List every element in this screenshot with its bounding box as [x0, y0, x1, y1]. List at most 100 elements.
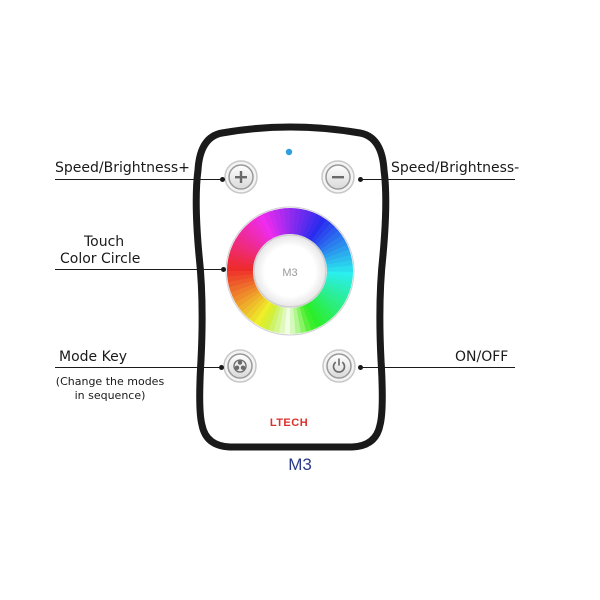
plus-icon [235, 171, 247, 183]
touch-label-line1: Touch [84, 234, 125, 250]
color-ring-segment[interactable] [241, 225, 265, 248]
color-ring-segment[interactable] [318, 292, 342, 313]
color-ring-segment[interactable] [263, 211, 278, 238]
color-ring-segment[interactable] [227, 270, 254, 277]
color-ring-segment[interactable] [315, 294, 339, 317]
color-ring-segment[interactable] [313, 222, 336, 246]
minus-button[interactable] [321, 160, 355, 194]
color-ring-segment[interactable] [268, 209, 281, 237]
color-ring-segment[interactable] [299, 210, 313, 237]
color-ring-segment[interactable] [249, 218, 270, 243]
color-ring-segment[interactable] [293, 208, 302, 235]
color-ring-segment[interactable] [299, 305, 312, 333]
touch-color-ring[interactable] [227, 208, 353, 334]
speed-up-label: Speed/Brightness+ [55, 160, 190, 176]
color-ring-segment[interactable] [324, 249, 352, 262]
color-ring-segment[interactable] [313, 297, 335, 320]
color-ring-segment[interactable] [284, 208, 291, 235]
color-ring-segment[interactable] [253, 216, 272, 241]
color-ring-segment[interactable] [283, 307, 290, 334]
color-ring-segment[interactable] [323, 244, 350, 259]
color-ring-segment[interactable] [316, 226, 339, 248]
color-ring-segment[interactable] [267, 305, 281, 332]
color-ring-segment[interactable] [320, 289, 345, 308]
color-ring-segment[interactable] [241, 294, 264, 316]
ring-outer-edge [225, 206, 355, 336]
ring-center-label: M3 [282, 267, 297, 279]
ring-center [253, 234, 327, 308]
mode-note-line2: in sequence) [74, 389, 146, 402]
speed-up-leader-end [220, 177, 225, 182]
color-ring-segment[interactable] [232, 238, 259, 256]
color-ring-segment[interactable] [311, 219, 332, 243]
onoff-leader-end [358, 365, 363, 370]
model-name: M3 [288, 455, 312, 474]
color-ring-segment[interactable] [323, 283, 350, 299]
color-ring-segment[interactable] [272, 306, 284, 334]
color-ring-segment[interactable] [273, 208, 285, 236]
color-ring-segment[interactable] [228, 280, 256, 293]
color-ring-segment[interactable] [235, 289, 260, 308]
minus-icon [332, 176, 344, 179]
mode-wheel-icon [233, 359, 247, 373]
color-ring-segment[interactable] [235, 234, 260, 253]
color-ring-segment[interactable] [257, 302, 275, 329]
color-ring-segment[interactable] [227, 264, 254, 271]
color-ring-segment[interactable] [320, 234, 345, 253]
color-ring-segment[interactable] [238, 229, 262, 250]
plus-button[interactable] [224, 160, 258, 194]
color-ring-segment[interactable] [290, 208, 297, 235]
color-ring-segment[interactable] [305, 213, 323, 240]
color-ring-segment[interactable] [295, 306, 307, 334]
color-ring-segment[interactable] [248, 299, 269, 323]
speed-down-label: Speed/Brightness- [391, 160, 520, 176]
color-ring-segment[interactable] [302, 211, 318, 238]
color-ring-segment[interactable] [232, 286, 258, 303]
color-ring-segment[interactable] [325, 277, 353, 289]
color-ring-segment[interactable] [302, 304, 317, 331]
touch-leader-end [221, 267, 226, 272]
color-ring-segment[interactable] [326, 274, 353, 283]
color-ring-segment[interactable] [230, 243, 257, 259]
color-ring-segment[interactable] [305, 303, 322, 329]
color-ring-segment[interactable] [227, 276, 255, 288]
color-ring-segment[interactable] [324, 280, 351, 294]
color-ring-segment[interactable] [326, 265, 353, 272]
color-ring-segment[interactable] [227, 253, 255, 265]
color-ring-segment[interactable] [253, 301, 272, 326]
color-ring-segment[interactable] [310, 299, 331, 324]
color-ring-segment[interactable] [229, 248, 256, 262]
color-ring-segment[interactable] [325, 254, 353, 266]
mode-leader-end [219, 365, 224, 370]
speed-up-leader [55, 179, 223, 180]
speed-down-leader [360, 179, 515, 180]
color-ring-segment[interactable] [326, 271, 353, 278]
indicator-led [285, 148, 293, 156]
mode-leader [55, 367, 223, 368]
color-ring-segment[interactable] [322, 239, 348, 256]
color-ring-segment[interactable] [278, 307, 287, 334]
onoff-label: ON/OFF [455, 349, 509, 365]
color-ring-segment[interactable] [289, 307, 296, 334]
mode-note-line1: (Change the modes [55, 375, 165, 388]
color-ring-segment[interactable] [262, 304, 278, 331]
color-ring-segment[interactable] [237, 291, 262, 312]
mode-key-label: Mode Key [59, 349, 127, 365]
brand-logo: LTECH [270, 417, 308, 429]
color-ring-segment[interactable] [308, 301, 327, 326]
speed-down-leader-end [358, 177, 363, 182]
color-ring-segment[interactable] [321, 286, 348, 304]
color-ring-segment[interactable] [318, 230, 343, 251]
mode-button[interactable] [223, 349, 257, 383]
color-ring-segment[interactable] [258, 213, 275, 239]
touch-label-line2: Color Circle [60, 251, 141, 267]
color-ring-segment[interactable] [230, 283, 257, 298]
color-ring-segment[interactable] [308, 216, 327, 241]
color-ring-segment[interactable] [296, 208, 308, 236]
color-ring-segment[interactable] [245, 222, 267, 245]
color-ring-segment[interactable] [244, 296, 267, 320]
power-icon [332, 358, 346, 373]
color-ring-segment[interactable] [227, 259, 254, 268]
power-button[interactable] [322, 349, 356, 383]
